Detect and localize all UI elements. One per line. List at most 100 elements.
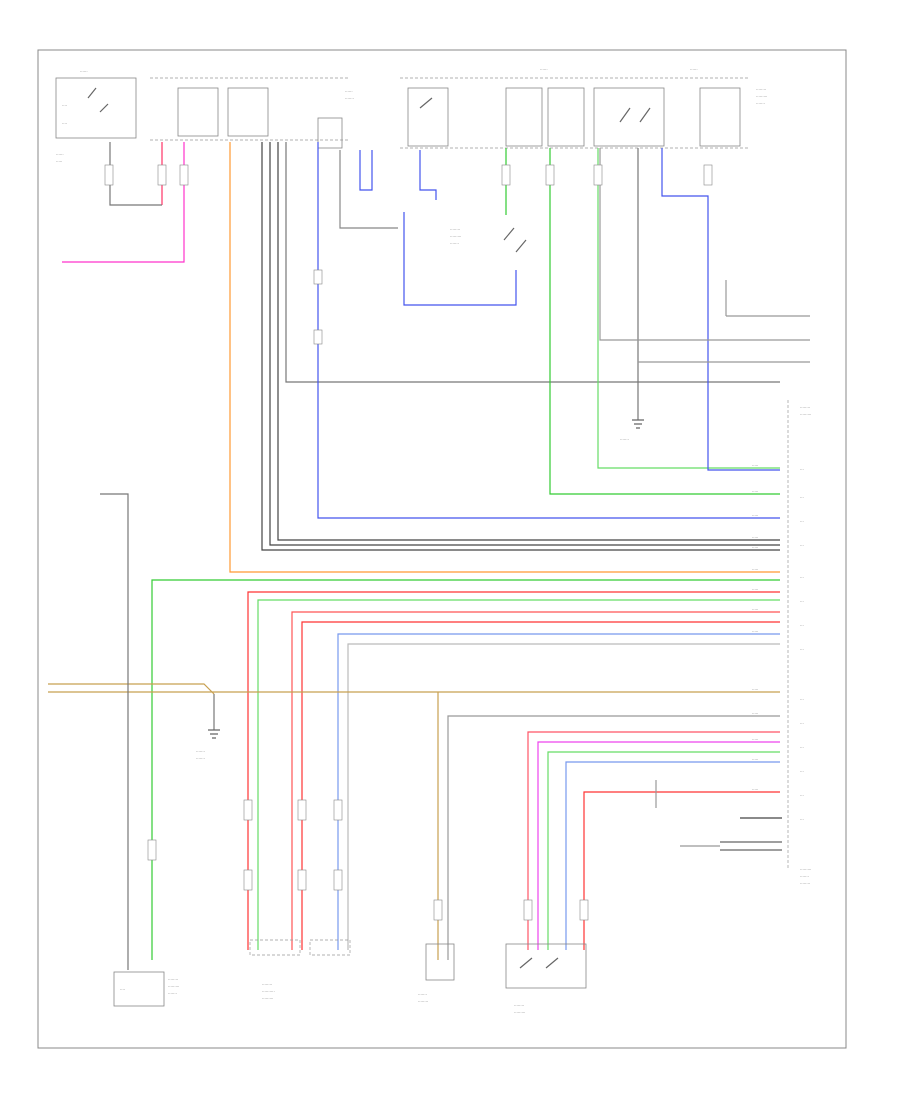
wire-dark-gray-1	[261, 142, 780, 551]
wire-gray-4	[285, 142, 780, 383]
svg-text:.....: .....	[752, 756, 758, 761]
wire-orange	[229, 142, 780, 573]
sensor-left: .... ........ ......... .......	[113, 971, 179, 1007]
svg-text:.......: .......	[450, 240, 459, 245]
svg-text:........: ........	[756, 86, 766, 91]
svg-text:.....: .....	[752, 686, 758, 691]
svg-text:...: ...	[800, 466, 804, 471]
wire-blue-loop-2	[419, 150, 437, 200]
svg-text:.....: .....	[752, 586, 758, 591]
svg-text:....: ....	[62, 102, 67, 107]
wire-dark-gray-2	[269, 142, 780, 546]
svg-text:...: ...	[800, 598, 804, 603]
wire-gray-right-2	[599, 148, 810, 341]
svg-text:...: ...	[800, 792, 804, 797]
svg-text:......: ......	[540, 66, 548, 71]
svg-text:.........: .........	[262, 995, 273, 1000]
wire-green-tp	[547, 751, 780, 950]
fuse-block-top: ...... ...... ........ ......... .......…	[150, 66, 767, 149]
svg-text:....: ....	[120, 986, 125, 991]
svg-text:...: ...	[800, 696, 804, 701]
svg-text:.....: .....	[752, 544, 758, 549]
svg-text:.....: .....	[752, 786, 758, 791]
wire-dark-gray-3	[277, 142, 780, 541]
svg-text:.....: .....	[752, 628, 758, 633]
svg-text:...: ...	[800, 646, 804, 651]
svg-text:........: ........	[418, 998, 428, 1003]
svg-text:.....: .....	[752, 606, 758, 611]
svg-text:...: ...	[800, 542, 804, 547]
wire-red-2	[291, 611, 780, 950]
wire-magenta-tp	[537, 741, 780, 950]
svg-text:...: ...	[800, 816, 804, 821]
svg-text:...: ...	[800, 518, 804, 523]
wire-gray-low	[347, 643, 780, 950]
svg-text:.........: .........	[168, 983, 179, 988]
wire-gray-mid	[339, 150, 398, 229]
svg-text:.........: .........	[800, 866, 811, 871]
wire-red-tp	[527, 731, 780, 950]
ground-symbol-2: ....... .......	[196, 729, 220, 760]
svg-text:...: ...	[800, 622, 804, 627]
svg-text:.......: .......	[196, 748, 205, 753]
svg-text:......: ......	[56, 151, 64, 156]
wire-blue-1	[317, 142, 780, 519]
ground-symbol-1: .......	[620, 419, 644, 441]
stop-light-switch: ........ ......... .......	[450, 226, 527, 253]
svg-text:....: ....	[62, 120, 67, 125]
diagram-frame	[37, 49, 847, 1049]
engine-control-module: ........ ......... ......... ....... ...…	[787, 400, 811, 885]
svg-text:.....: .....	[56, 158, 62, 163]
svg-text:........: ........	[262, 981, 272, 986]
svg-text:.....: .....	[752, 534, 758, 539]
wire-blue-low	[337, 633, 780, 950]
wire-blue-right	[661, 148, 780, 471]
wire-blue-loop	[359, 150, 373, 191]
svg-text:...: ...	[800, 494, 804, 499]
svg-text:...: ...	[800, 744, 804, 749]
throttle-position-sensor: ........ .........	[505, 943, 587, 1014]
svg-text:.......: .......	[168, 990, 177, 995]
wire-tan-1	[48, 683, 215, 695]
svg-text:.........: .........	[800, 411, 811, 416]
wire-gray-tp-1	[447, 715, 780, 960]
svg-text:......: ......	[345, 88, 353, 93]
svg-text:.......: .......	[800, 873, 809, 878]
wire-green-1	[549, 148, 780, 495]
wire-red-3	[301, 621, 780, 950]
svg-text:.......: .......	[756, 100, 765, 105]
svg-text:.......: .......	[196, 755, 205, 760]
svg-text:.........: .........	[514, 1009, 525, 1014]
wire-gray-ign	[109, 142, 162, 206]
wire-green-2	[597, 148, 780, 469]
svg-text:.....: .....	[752, 710, 758, 715]
wire-gray-left	[100, 493, 129, 970]
wire-red-1	[247, 591, 780, 950]
wire-pink	[62, 142, 185, 263]
wire-red-tp-2	[583, 791, 780, 950]
svg-text:.....: .....	[752, 462, 758, 467]
svg-text:......: ......	[690, 66, 698, 71]
svg-text:.....: .....	[752, 736, 758, 741]
svg-text:.....: .....	[752, 488, 758, 493]
svg-text:........: ........	[514, 1002, 524, 1007]
svg-text:.....: .....	[752, 512, 758, 517]
connector-markers	[104, 164, 713, 921]
svg-text:.........: .........	[450, 233, 461, 238]
svg-text:.......: .......	[345, 95, 354, 100]
svg-text:........: ........	[168, 976, 178, 981]
svg-text:........: ........	[800, 404, 810, 409]
svg-text:...: ...	[800, 574, 804, 579]
accelerator-pedal-sensor: ........ .......... .........	[249, 939, 351, 1000]
coolant-temp-sensor: ....... ........	[418, 943, 455, 1003]
ignition-switch-block: ...... .... .... ...... .....	[55, 68, 137, 163]
wire-green-low	[151, 579, 780, 960]
svg-text:......: ......	[80, 68, 88, 73]
svg-text:........: ........	[800, 880, 810, 885]
svg-text:.........: .........	[756, 93, 767, 98]
svg-text:...: ...	[800, 720, 804, 725]
ecm-pin-labels: ..... ..... ..... ..... ..... ..... ....…	[752, 462, 804, 821]
svg-text:........: ........	[450, 226, 460, 231]
